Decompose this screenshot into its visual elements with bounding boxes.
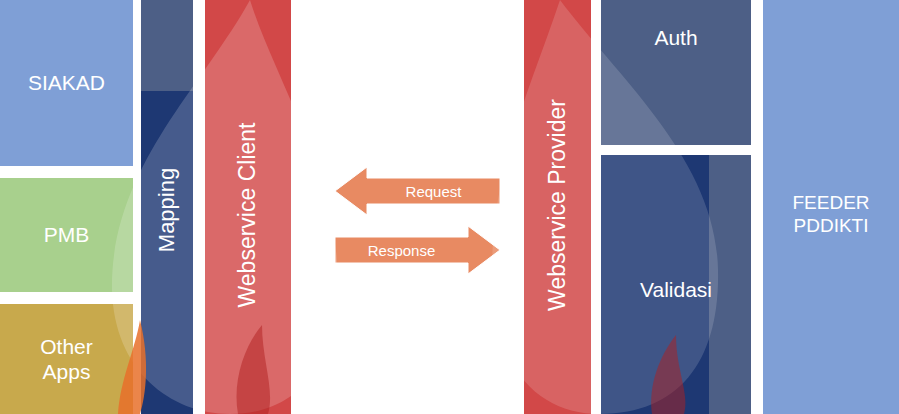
- box-label: FEEDER PDDIKTI: [776, 192, 886, 238]
- arrow-label: Response: [368, 242, 436, 259]
- service-band: Webservice Client: [205, 0, 291, 414]
- service-band: Webservice Provider: [524, 0, 591, 414]
- app-box: PMB: [0, 178, 133, 292]
- auth-box: Auth: [601, 0, 751, 145]
- box-label: Auth: [654, 25, 697, 50]
- box-label: PMB: [44, 222, 90, 247]
- feeder-box: FEEDER PDDIKTI: [763, 0, 899, 414]
- flame-shape: [118, 320, 146, 414]
- band-label: Webservice Provider: [544, 99, 572, 311]
- flame-shape: [651, 335, 685, 414]
- block-arrow: [335, 226, 500, 274]
- drop-shape: [112, 0, 338, 414]
- box-label: Other Apps: [17, 334, 117, 384]
- flame-shape: [237, 325, 271, 414]
- drop-shape: [492, 0, 718, 414]
- arrow-label: Request: [406, 183, 462, 200]
- app-box: SIAKAD: [0, 0, 133, 166]
- box-label: Validasi: [640, 277, 712, 302]
- app-box: Other Apps: [0, 304, 133, 414]
- mapping-band: Mapping: [141, 0, 193, 414]
- band-label: Mapping: [154, 168, 180, 252]
- validation-box: Validasi: [601, 155, 751, 414]
- block-arrow: [335, 167, 500, 215]
- box-label: SIAKAD: [28, 70, 105, 95]
- band-label: Webservice Client: [234, 123, 262, 308]
